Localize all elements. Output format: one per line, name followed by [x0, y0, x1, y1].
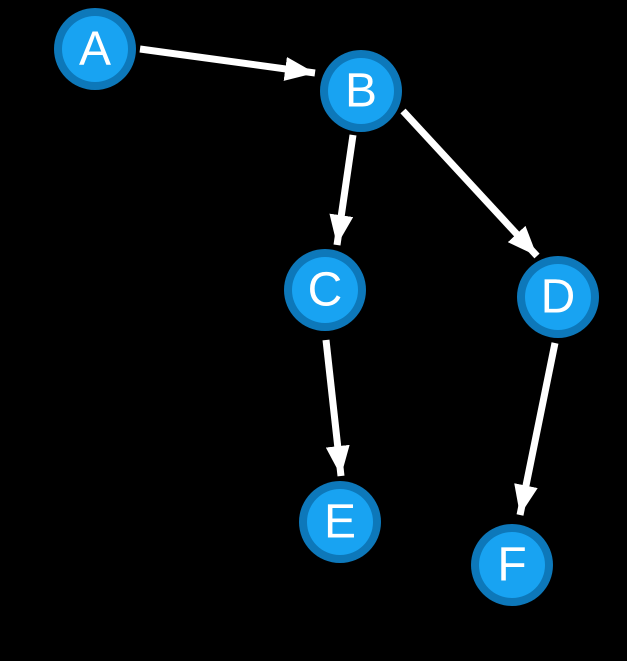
node-label: C: [308, 264, 343, 317]
node-E[interactable]: E: [299, 481, 381, 563]
node-inner-circle: [328, 58, 394, 124]
node-B[interactable]: B: [320, 50, 402, 132]
node-A[interactable]: A: [54, 8, 136, 90]
edge-D-F: [514, 342, 559, 516]
node-C[interactable]: C: [284, 249, 366, 331]
edge-B-D: [400, 108, 540, 259]
node-inner-circle: [525, 264, 591, 330]
node-label: F: [497, 539, 526, 592]
node-D[interactable]: D: [517, 256, 599, 338]
edge-B-C: [329, 134, 357, 246]
node-inner-circle: [307, 489, 373, 555]
edge-A-B: [139, 45, 316, 81]
node-label: E: [324, 496, 356, 549]
node-inner-circle: [62, 16, 128, 82]
node-inner-circle: [292, 257, 358, 323]
node-label: B: [345, 65, 377, 118]
node-label: A: [79, 23, 111, 76]
edge-C-E: [322, 339, 350, 477]
node-F[interactable]: F: [471, 524, 553, 606]
node-label: D: [541, 271, 576, 324]
node-inner-circle: [479, 532, 545, 598]
